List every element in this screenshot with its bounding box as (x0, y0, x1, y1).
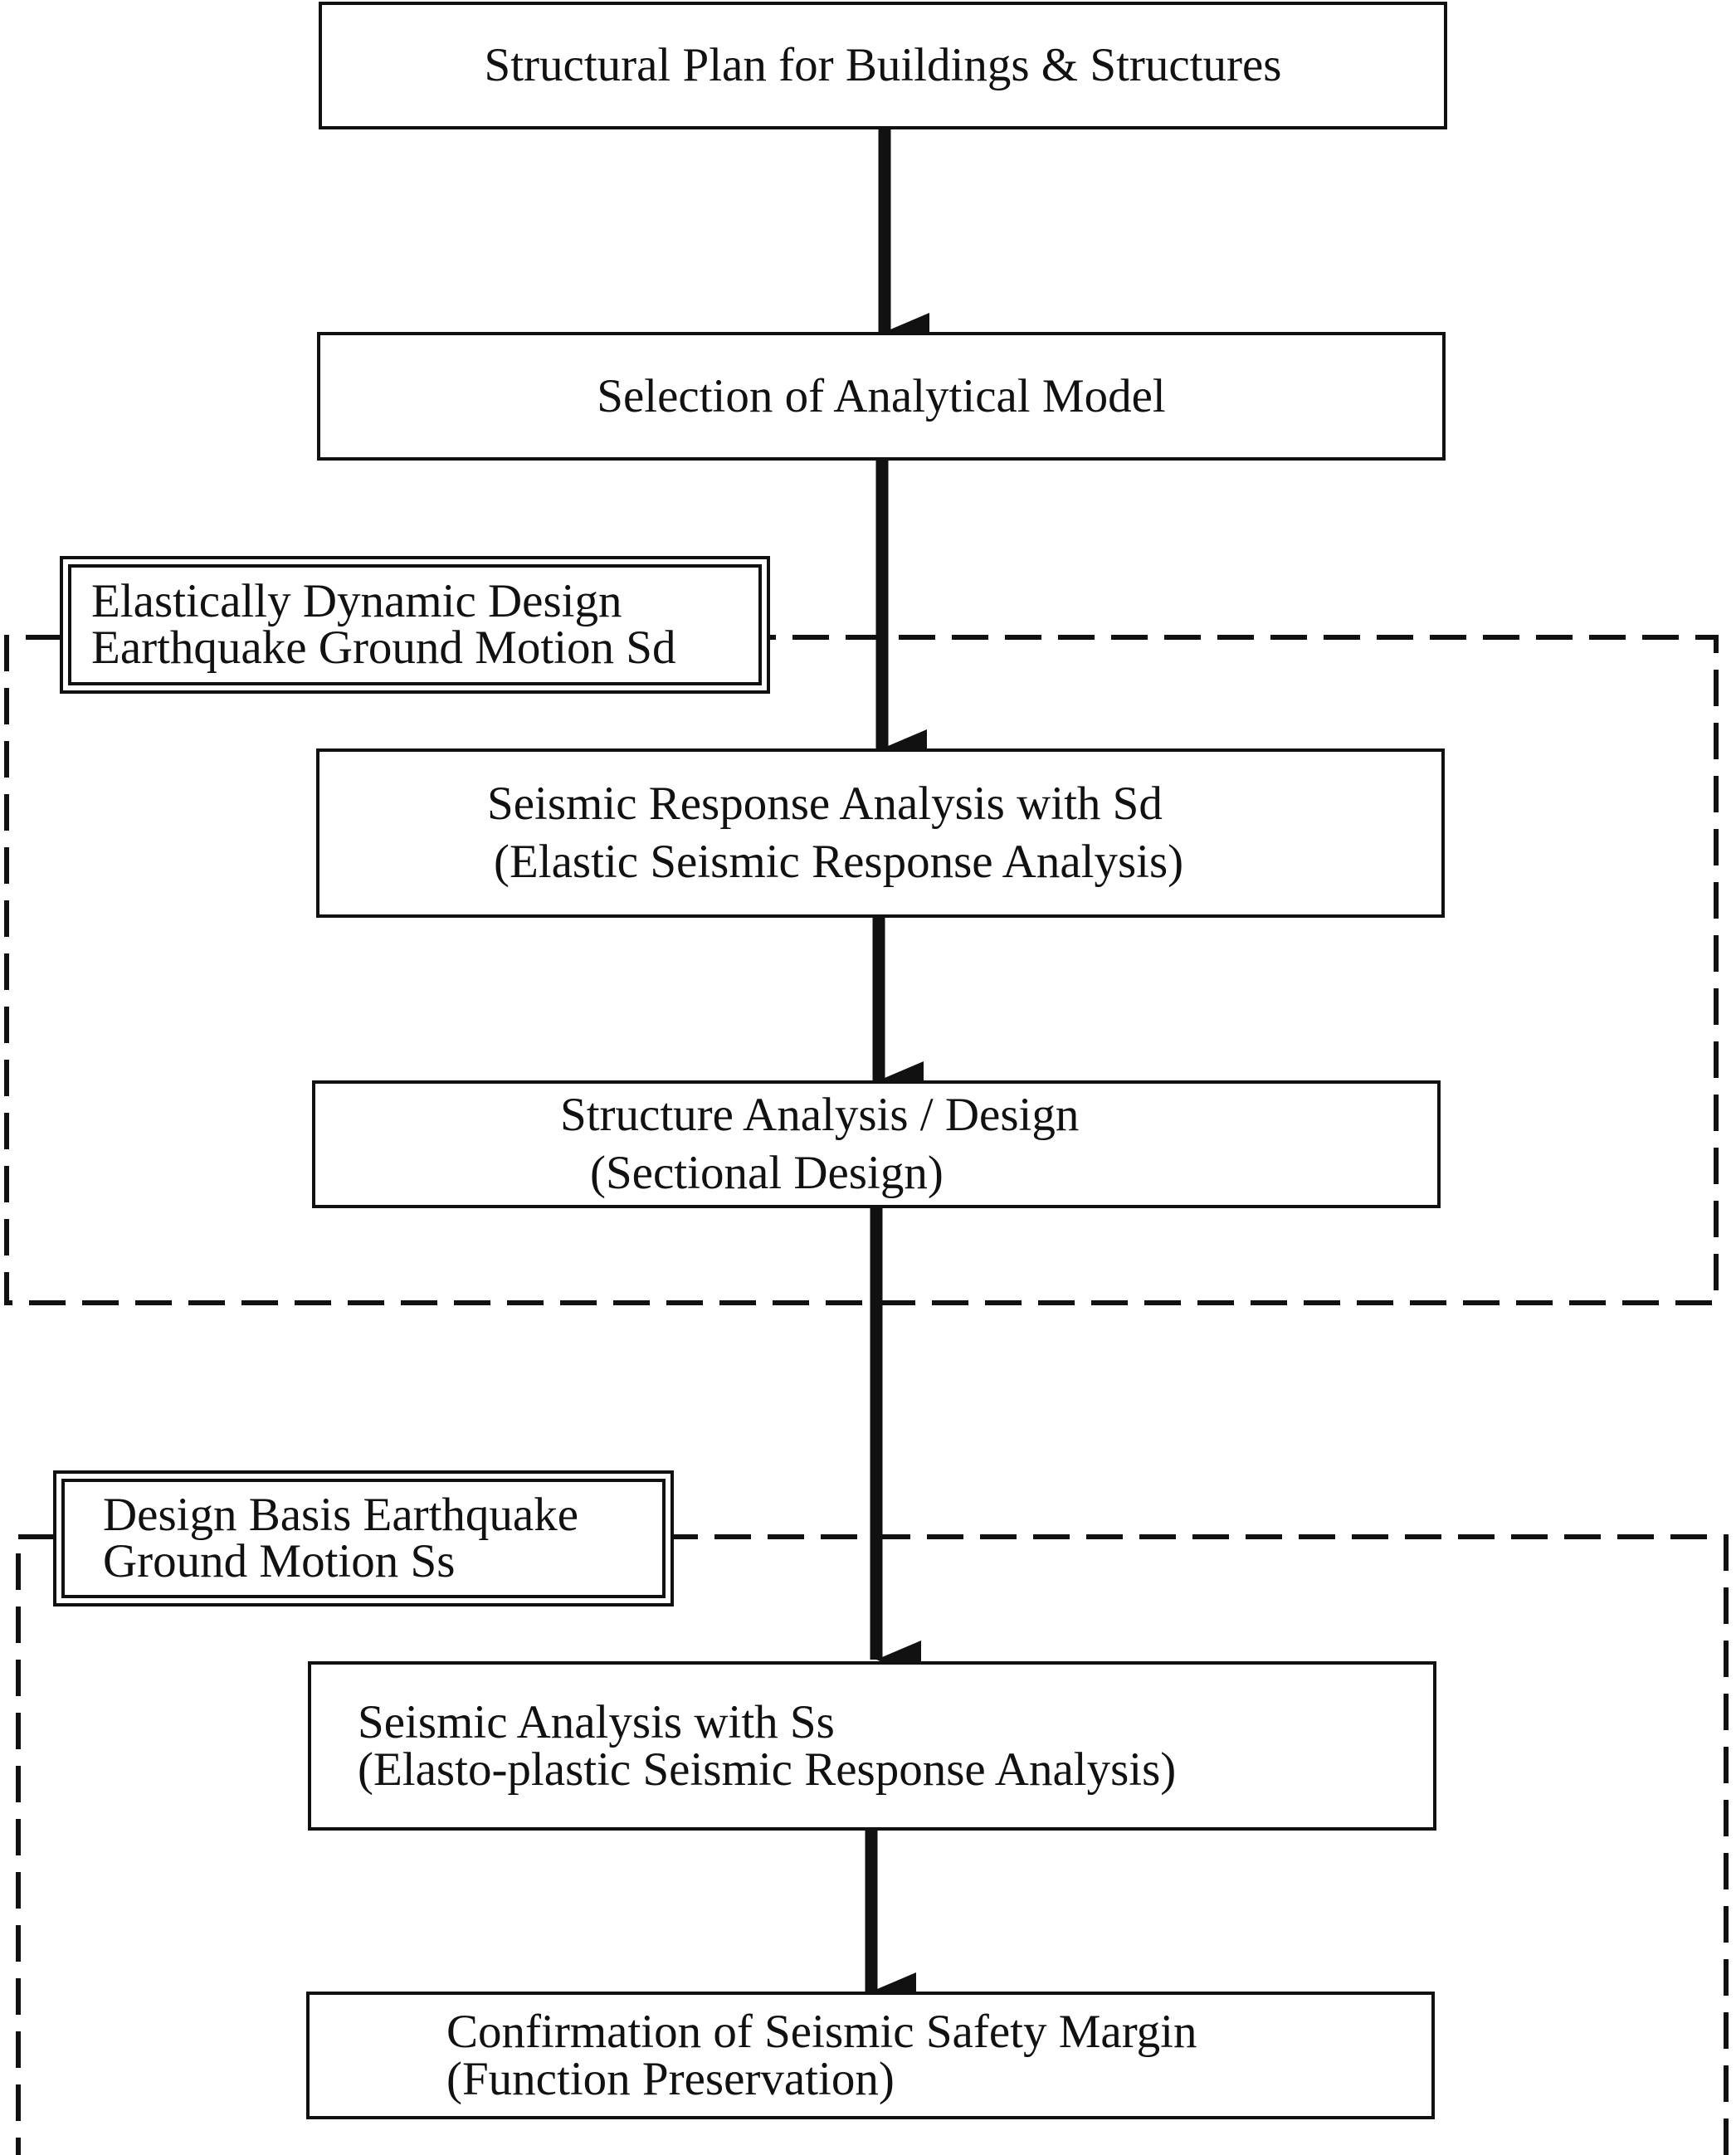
safety-margin-subtitle: (Function Preservation) (446, 2053, 895, 2105)
seismic-response-sd-title: Seismic Response Analysis with Sd (487, 778, 1163, 831)
seismic-analysis-ss-subtitle: (Elasto-plastic Seismic Response Analysi… (358, 1743, 1177, 1796)
safety-margin-title: Confirmation of Seismic Safety Margin (446, 2006, 1197, 2058)
structure-design-box: Structure Analysis / Design (Sectional D… (312, 1080, 1441, 1208)
seismic-response-sd-subtitle: (Elastic Seismic Response Analysis) (494, 836, 1184, 888)
ss-group-label: Design Basis Earthquake Ground Motion Ss (53, 1470, 674, 1606)
analytical-model-box: Selection of Analytical Model (317, 332, 1446, 461)
ss-group-label-line: Design Basis Earthquake (103, 1489, 579, 1542)
structural-plan-box: Structural Plan for Buildings & Structur… (319, 2, 1447, 129)
ss-group-label-line: Ground Motion Ss (103, 1535, 456, 1587)
sd-group-label: Elastically Dynamic Design Earthquake Gr… (60, 556, 770, 694)
structure-design-title: Structure Analysis / Design (560, 1089, 1080, 1142)
structural-plan-text: Structural Plan for Buildings & Structur… (484, 39, 1282, 92)
structure-design-subtitle: (Sectional Design) (590, 1147, 944, 1199)
seismic-analysis-ss-title: Seismic Analysis with Ss (358, 1696, 835, 1748)
seismic-response-sd-box: Seismic Response Analysis with Sd (Elast… (316, 748, 1445, 918)
analytical-model-text: Selection of Analytical Model (597, 369, 1166, 422)
sd-group-label-line: Elastically Dynamic Design (91, 575, 622, 628)
safety-margin-box: Confirmation of Seismic Safety Margin (F… (306, 1992, 1435, 2119)
sd-group-label-line: Earthquake Ground Motion Sd (91, 622, 676, 674)
seismic-analysis-ss-box: Seismic Analysis with Ss (Elasto-plastic… (308, 1661, 1436, 1831)
sd-group-frame (4, 635, 1719, 1305)
ss-group-frame (16, 1534, 1729, 2155)
